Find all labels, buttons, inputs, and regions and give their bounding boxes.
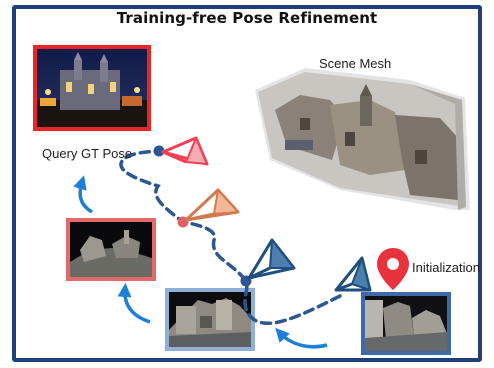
initialization-label: Initialization bbox=[412, 260, 480, 275]
refinement-path bbox=[119, 149, 342, 326]
render-image-2 bbox=[165, 288, 255, 351]
query-image bbox=[33, 45, 151, 131]
location-pin-icon bbox=[377, 248, 409, 290]
curved-arrow-icon bbox=[117, 283, 151, 324]
camera-frustum-icon bbox=[247, 238, 296, 280]
scene-mesh-render bbox=[255, 68, 470, 210]
camera-frustum-icon bbox=[184, 188, 240, 222]
camera-frustum-icon bbox=[334, 256, 372, 292]
query-gt-pose-label: Query GT Pose bbox=[42, 146, 133, 161]
scene-mesh-label: Scene Mesh bbox=[319, 56, 392, 71]
curved-arrow-icon bbox=[73, 175, 93, 214]
camera-frustum-icon bbox=[161, 136, 209, 166]
pose-point-gt bbox=[153, 145, 165, 157]
render-image-1 bbox=[66, 218, 156, 281]
init-image bbox=[361, 292, 451, 355]
figure-title: Training-free Pose Refinement bbox=[116, 9, 378, 27]
curved-arrow-icon bbox=[275, 327, 328, 349]
